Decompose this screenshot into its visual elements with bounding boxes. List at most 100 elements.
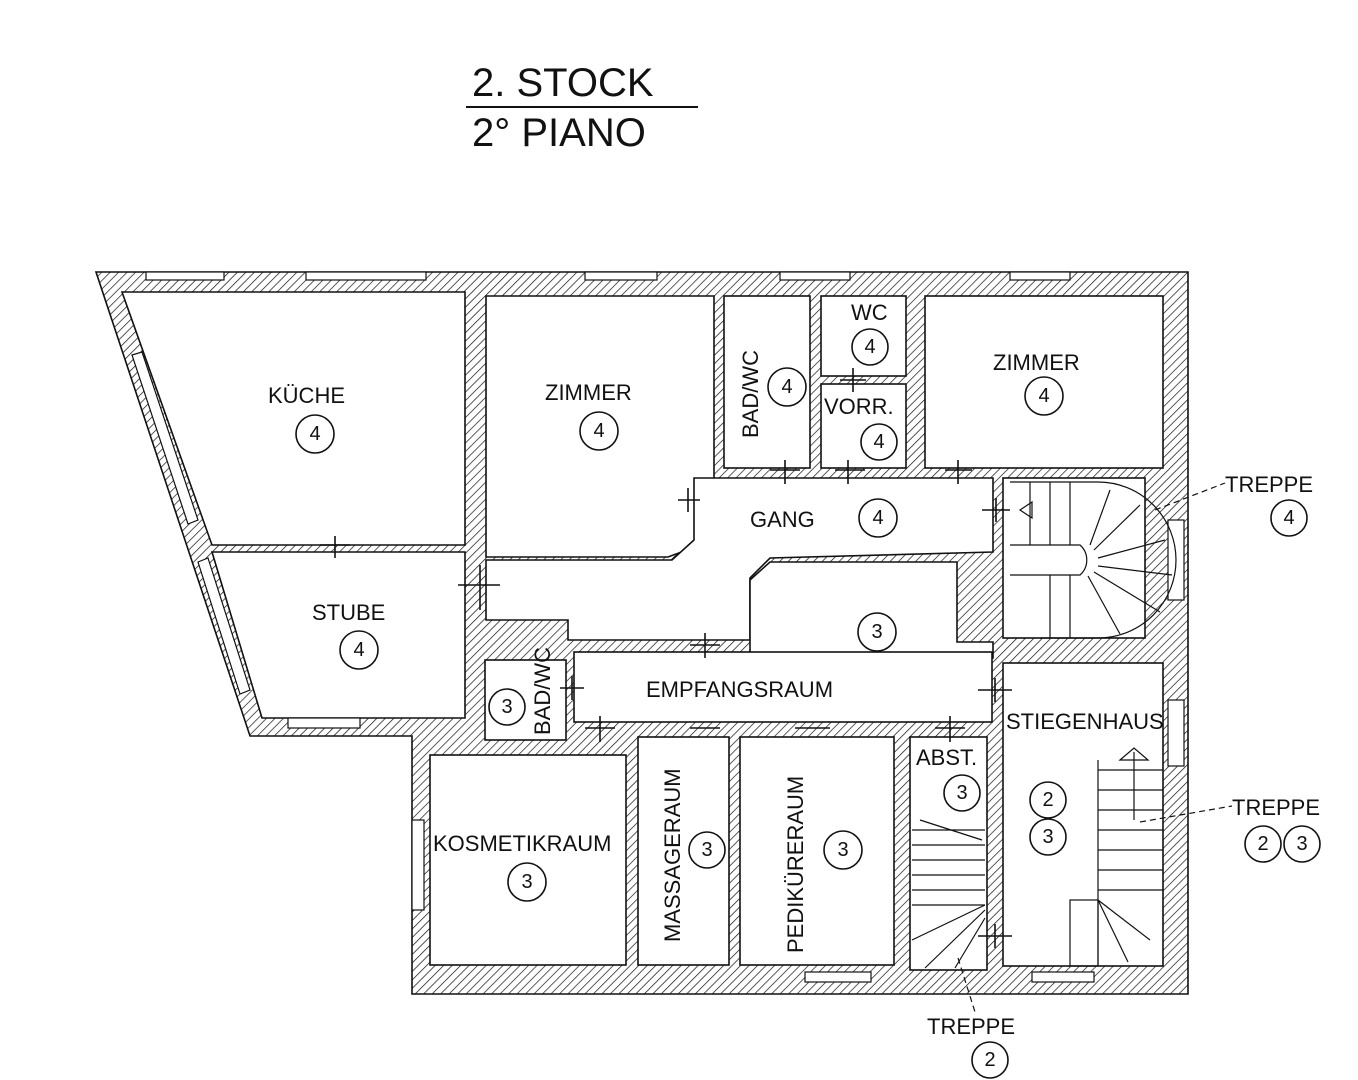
floor-number: 3	[956, 782, 967, 804]
window	[584, 271, 658, 281]
window	[145, 271, 225, 281]
window	[1009, 271, 1071, 281]
room-kueche	[120, 291, 466, 546]
window	[1031, 971, 1095, 983]
floor-number: 2	[1257, 833, 1268, 855]
room-name-zimmer: ZIMMER	[545, 380, 632, 405]
floor-badge	[1283, 825, 1321, 863]
room-name-vorr: VORR.	[824, 394, 894, 419]
room-stair-upper	[1002, 477, 1146, 639]
stair-label: TREPPE	[1232, 795, 1320, 820]
leader-lines	[957, 482, 1233, 1013]
leader-line	[1154, 482, 1226, 511]
floor-badge	[767, 367, 807, 407]
window	[411, 819, 425, 911]
room-stube	[210, 551, 466, 719]
floor-badge	[488, 688, 526, 726]
window	[287, 717, 361, 729]
room-name-kueche: KÜCHE	[268, 383, 345, 408]
room-name-empfangsraum: EMPFANGSRAUM	[646, 677, 833, 702]
room-stiegenhaus	[1002, 662, 1164, 967]
stair-step	[1093, 504, 1141, 551]
title-underline	[466, 106, 698, 108]
window	[779, 271, 851, 281]
room-name-wc: WC	[851, 300, 888, 325]
stair-arrow-icon	[1018, 500, 1033, 520]
room-name-bad-wc: BAD/WC	[738, 350, 763, 438]
floor-badge	[1024, 376, 1064, 416]
stair-landing	[1069, 899, 1099, 967]
doors	[320, 368, 1012, 948]
floor-number: 4	[872, 507, 883, 529]
floor-badge	[823, 830, 863, 870]
floor-badge	[507, 862, 547, 902]
stair-step	[954, 917, 986, 969]
window	[804, 971, 872, 983]
stair-step	[911, 904, 986, 941]
room-name-stiegenhaus: STIEGENHAUS	[1006, 709, 1164, 734]
stair-label: TREPPE	[927, 1014, 1015, 1039]
stair-label: TREPPE	[1225, 472, 1313, 497]
stair-step	[924, 909, 986, 969]
floor-badge	[1029, 781, 1067, 819]
floor-title: 2. STOCK	[472, 61, 654, 105]
floor-badge	[971, 1041, 1009, 1079]
floor-number: 3	[501, 696, 512, 718]
floor-number: 2	[984, 1049, 995, 1071]
floor-number: 4	[781, 376, 792, 398]
room-name-stube: STUBE	[312, 600, 385, 625]
floor-badge	[943, 774, 981, 812]
room-abst	[909, 736, 988, 971]
window	[131, 351, 199, 525]
room-labels: KÜCHE 4 ZIMMER 4 BAD/WC 4 WC 4 VORR. 4 Z…	[268, 300, 1164, 953]
floor-badge	[857, 612, 897, 652]
floor-number: 3	[1296, 833, 1307, 855]
leader-line	[1139, 805, 1233, 823]
stair-stiegenhaus	[1069, 747, 1163, 967]
room-interiors	[120, 291, 1164, 971]
floor-number: 4	[864, 336, 875, 358]
room-name-zimmer: ZIMMER	[993, 350, 1080, 375]
stair-direction	[919, 819, 983, 841]
floor-badge	[858, 498, 898, 538]
floor-number: 4	[593, 420, 604, 442]
windows	[131, 271, 1185, 983]
room-name-kosmetikraum: KOSMETIKRAUM	[433, 831, 611, 856]
stair-labels: TREPPE 4 TREPPE 2 3 TREPPE 2	[927, 472, 1321, 1079]
floor-badge	[688, 831, 726, 869]
floor-badge	[295, 414, 335, 454]
floor-number: 3	[871, 621, 882, 643]
window	[197, 557, 251, 695]
room-pedikuereraum	[739, 736, 895, 966]
stair-arrow-icon	[1118, 747, 1150, 761]
floor-number: 4	[1283, 507, 1294, 529]
stair-spiral-inner	[1010, 544, 1088, 576]
room-kosmetikraum	[429, 754, 627, 966]
room-name-gang: GANG	[750, 507, 815, 532]
floor-badge	[1029, 818, 1067, 856]
room-name-massageraum: MASSAGERAUM	[660, 768, 685, 942]
stair-step	[1089, 489, 1111, 546]
stair-spiral-outline	[1010, 481, 1177, 639]
stair-step	[1097, 539, 1166, 559]
stair-upper	[1010, 481, 1177, 639]
room-empfangsraum	[573, 651, 993, 723]
window	[1167, 699, 1185, 767]
floor-badge	[1244, 825, 1282, 863]
room-name-abst: ABST.	[916, 745, 977, 770]
stair-step	[1097, 899, 1151, 941]
room-name-pedikuereraum: PEDIKÜRERAUM	[783, 776, 808, 953]
stair-abst	[911, 819, 986, 969]
stair-step	[1097, 899, 1129, 963]
floor-title-italian: 2° PIANO	[472, 111, 646, 155]
room-name-bad-wc: BAD/WC	[530, 647, 555, 735]
floor-badge	[1270, 499, 1308, 537]
floor-badge	[579, 411, 619, 451]
stair-step	[1093, 571, 1161, 613]
floor-number: 4	[873, 431, 884, 453]
floor-number: 3	[521, 871, 532, 893]
floor-badge	[860, 423, 898, 461]
floor-number: 4	[309, 423, 320, 445]
floor-number: 3	[837, 839, 848, 861]
